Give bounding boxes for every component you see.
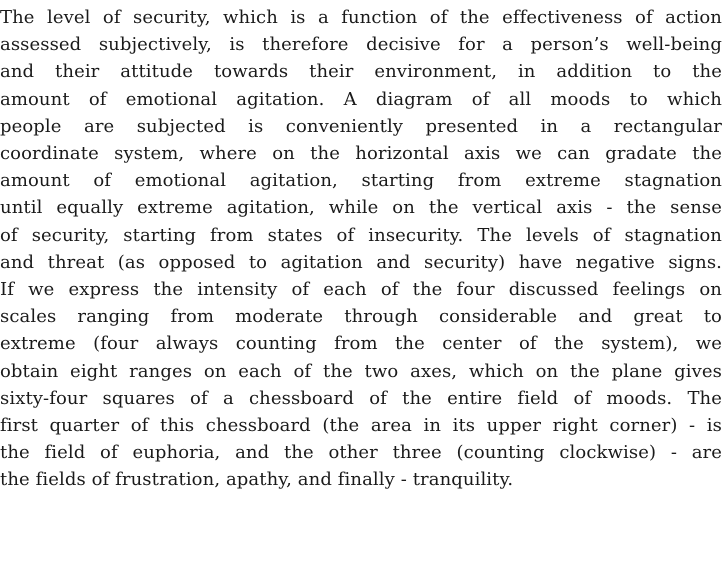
paragraph-line: and threat (as opposed to agitation and …: [0, 251, 722, 273]
paragraph-line: the fields of frustration, apathy, and f…: [0, 469, 514, 491]
paragraph-line: scales ranging from moderate through con…: [0, 306, 722, 328]
paragraph-line: until equally extreme agitation, while o…: [0, 197, 722, 219]
paragraph-line: first quarter of this chessboard (the ar…: [0, 415, 722, 437]
paragraph-line: sixty-four squares of a chessboard of th…: [0, 387, 722, 409]
paragraph-line: the field of euphoria, and the other thr…: [0, 442, 722, 464]
paragraph-line: and their attitude towards their environ…: [0, 61, 722, 83]
paragraph-line: If we express the intensity of each of t…: [0, 279, 722, 301]
paragraph-line: amount of emotional agitation, starting …: [0, 170, 722, 192]
paragraph-line: amount of emotional agitation. A diagram…: [0, 88, 722, 110]
paragraph-line: coordinate system, where on the horizont…: [0, 143, 722, 165]
paragraph-line: obtain eight ranges on each of the two a…: [0, 360, 722, 382]
paragraph-line: people are subjected is conveniently pre…: [0, 115, 722, 137]
paragraph-line: assessed subjectively, is therefore deci…: [0, 34, 722, 56]
body-paragraph: The level of security, which is a functi…: [0, 4, 722, 494]
paragraph-line: extreme (four always counting from the c…: [0, 333, 722, 355]
paragraph-line: of security, starting from states of ins…: [0, 224, 722, 246]
paragraph-line: The level of security, which is a functi…: [0, 7, 722, 28]
